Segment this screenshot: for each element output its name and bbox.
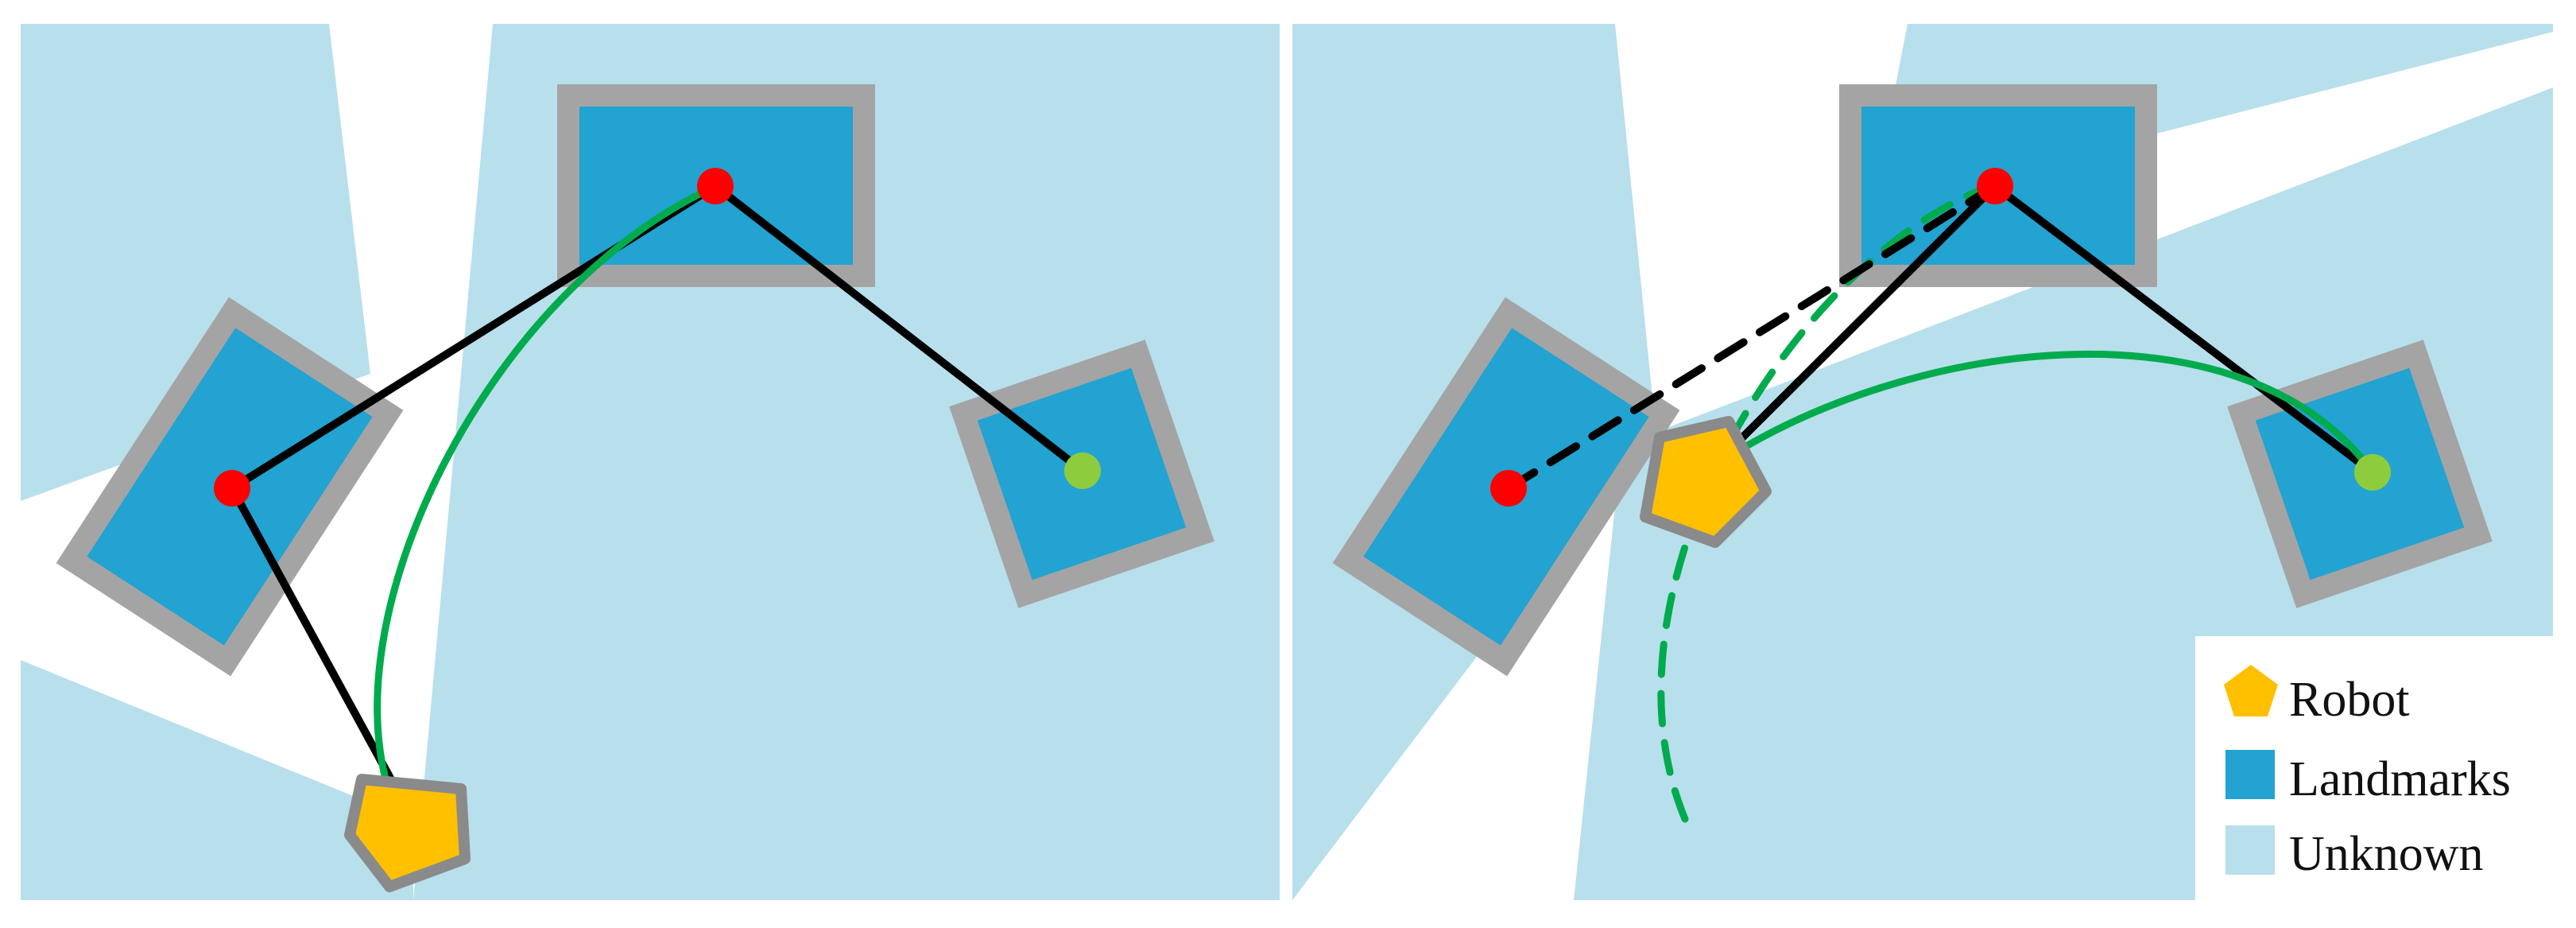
legend-landmark-square-icon <box>2225 750 2275 799</box>
right-unknown-region-c <box>1574 87 2553 900</box>
right-path <box>1730 350 2377 476</box>
right-previous-link <box>1505 182 1999 492</box>
left-panel <box>21 24 1280 900</box>
legend-label-robot: Robot <box>2289 673 2410 727</box>
right-goal-point <box>2354 454 2391 491</box>
legend-unknown-square-icon <box>2225 825 2275 875</box>
legend: Robot Landmarks Unknown <box>2197 641 2555 903</box>
right-robot-pentagon-icon <box>1640 416 1772 548</box>
legend-label-landmarks: Landmarks <box>2289 752 2511 806</box>
legend-label-unknown: Unknown <box>2289 827 2484 881</box>
right-observed-point <box>1977 168 2013 204</box>
right-observed-point <box>1490 470 1527 507</box>
left-robot-pentagon-icon <box>344 774 471 892</box>
left-path <box>374 181 723 791</box>
panel-divider <box>1281 16 1292 907</box>
left-observed-point <box>697 168 734 204</box>
right-panel: Robot Landmarks Unknown <box>1292 24 2555 903</box>
left-unknown-region-c <box>21 660 413 900</box>
legend-robot-pentagon-icon <box>2224 665 2278 716</box>
left-observed-point <box>214 470 250 507</box>
left-goal-point <box>1064 452 1101 489</box>
